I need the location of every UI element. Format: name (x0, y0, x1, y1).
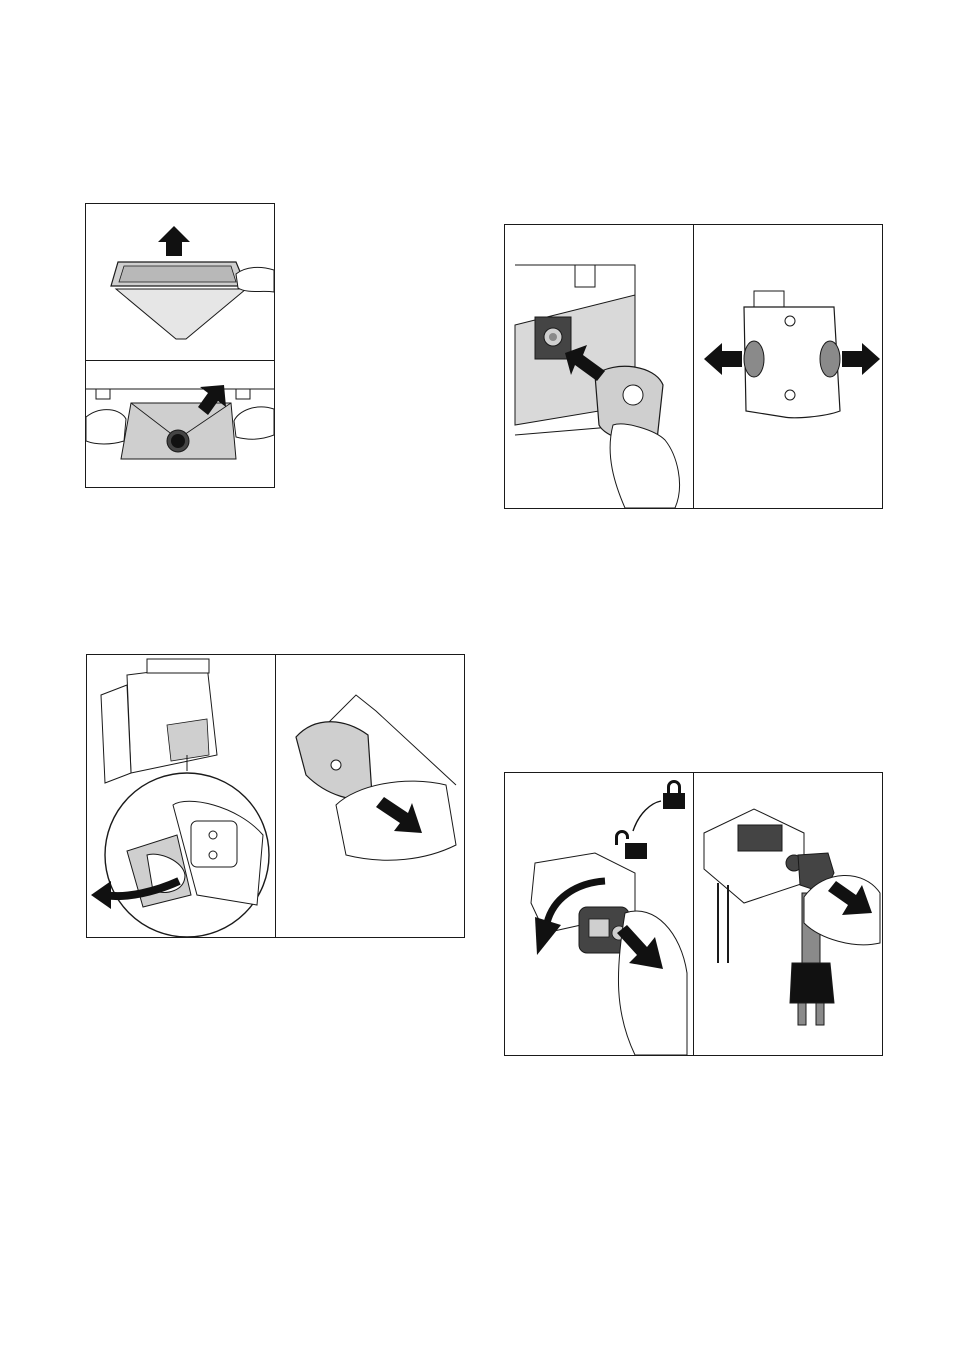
pull-plug-illustration (694, 773, 882, 1055)
figure-open-service-door (86, 654, 465, 938)
figure-brew-unit-insert (504, 224, 883, 509)
panel-pull-drip-plate (86, 361, 274, 487)
panel-open-door (87, 655, 275, 937)
panel-insert-brew-unit (505, 225, 693, 508)
brew-unit-insert-illustration (505, 225, 693, 508)
lock-closed-icon (663, 780, 685, 809)
panel-unlock-rotate (505, 773, 693, 1055)
figure-tray-removal (85, 203, 275, 488)
panel-pull-plug (694, 773, 882, 1055)
lift-tray-up-arrow-icon (158, 226, 190, 256)
figure-remove-grinder-plug (504, 772, 883, 1056)
brew-unit-buttons-illustration (694, 225, 882, 508)
service-door-illustration (87, 655, 275, 937)
panel-pull-brew-unit (276, 655, 464, 937)
panel-lift-tray (86, 204, 274, 360)
drip-plate-illustration (86, 361, 274, 487)
tray-lift-illustration (86, 204, 274, 360)
panel-press-side-buttons (694, 225, 882, 508)
pull-brew-unit-illustration (276, 655, 464, 937)
lock-open-icon (615, 830, 647, 859)
unlock-illustration (505, 773, 693, 1055)
